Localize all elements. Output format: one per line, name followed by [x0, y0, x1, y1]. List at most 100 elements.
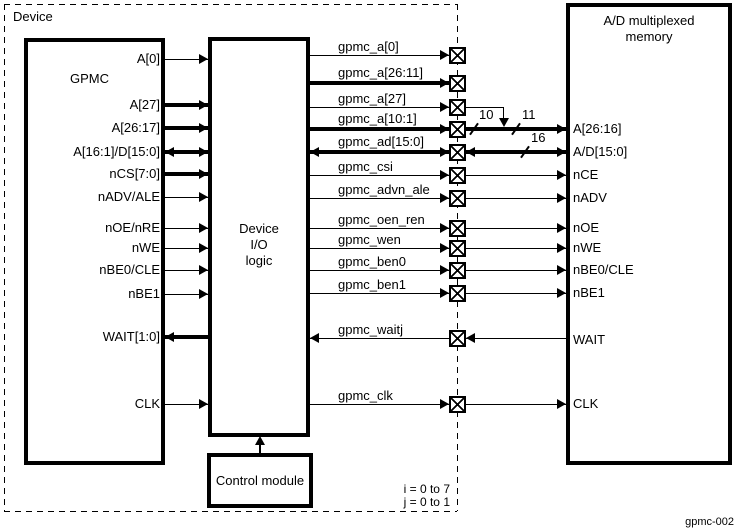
- wire-nbe1-left: [165, 294, 208, 295]
- wire-a27-branch-v: [503, 107, 504, 120]
- device-boundary-top: [4, 4, 457, 5]
- arrowhead-nwe-left: [199, 243, 208, 253]
- arrowhead-gpmc-clk: [440, 399, 449, 409]
- wire-clk-left: [165, 404, 208, 405]
- wire-wait-left: [165, 335, 208, 339]
- wire-nwe-right: [466, 248, 566, 249]
- arrowhead-nadv: [557, 193, 566, 203]
- arrowhead-gpmc-a10-1: [440, 124, 449, 134]
- pad-gpmc-a26-11-icon: [449, 75, 466, 92]
- memory-block: [566, 3, 732, 465]
- wire-gpmc-a26-11: [310, 81, 449, 85]
- arrowhead-clk-left: [199, 399, 208, 409]
- arrowhead-noe: [557, 223, 566, 233]
- arrowhead-up-control: [255, 436, 265, 445]
- wire-nbe0-right: [466, 270, 566, 271]
- wire-gpmc-a27: [310, 107, 449, 108]
- memory-pin-a26-16: A[26:16]: [573, 121, 622, 136]
- pad-gpmc-a10-1-icon: [449, 121, 466, 138]
- arrowhead-gpmc-csi: [440, 170, 449, 180]
- gpmc-pin-ncs: nCS[7:0]: [109, 166, 160, 181]
- figure-id: gpmc-002: [685, 516, 734, 528]
- index-note-i: i = 0 to 7: [403, 482, 450, 496]
- gpmc-pin-a0: A[0]: [136, 51, 160, 66]
- device-boundary-left: [4, 4, 5, 511]
- wire-a0-left: [165, 59, 208, 60]
- pad-gpmc-csi-icon: [449, 167, 466, 184]
- memory-pin-nadv: nADV: [573, 190, 607, 205]
- arrowhead-nbe1: [557, 288, 566, 298]
- memory-title-line1: A/D multiplexed: [603, 13, 695, 28]
- wire-gpmc-advn-ale: [310, 198, 449, 199]
- pad-signal-gpmc-csi: gpmc_csi: [336, 159, 395, 174]
- bus-width-label-16: 16: [531, 130, 546, 145]
- arrowhead-a16-1-right-end: [199, 147, 208, 157]
- gpmc-pin-a27: A[27]: [129, 97, 160, 112]
- arrowhead-a27-left: [199, 100, 208, 110]
- pad-signal-gpmc-ben1: gpmc_ben1: [336, 277, 408, 292]
- gpmc-pin-wait: WAIT[1:0]: [102, 329, 160, 344]
- arrowhead-bus-a26-16: [557, 124, 566, 134]
- arrowhead-nbe0: [557, 265, 566, 275]
- pad-signal-gpmc-waitj: gpmc_waitj: [336, 322, 406, 337]
- pad-gpmc-ben0-icon: [449, 262, 466, 279]
- wire-gpmc-wen: [310, 248, 449, 249]
- wire-nwe-left: [165, 248, 208, 249]
- memory-pin-clk: CLK: [573, 396, 599, 411]
- arrowhead-gpmc-waitj: [310, 333, 319, 343]
- wire-noe-right: [466, 228, 566, 229]
- arrowhead-nce: [557, 170, 566, 180]
- arrowhead-a16-1-left-end: [165, 147, 174, 157]
- memory-pin-noe: nOE: [573, 220, 600, 235]
- wire-bus-ad: [466, 150, 566, 154]
- arrowhead-nbe1-left: [199, 289, 208, 299]
- pad-gpmc-oen-ren-icon: [449, 220, 466, 237]
- pad-signal-gpmc-oen-ren: gpmc_oen_ren: [336, 212, 427, 227]
- arrowhead-gpmc-ad-left: [310, 147, 319, 157]
- gpmc-pin-a16-1-d15-0: A[16:1]/D[15:0]: [73, 144, 160, 159]
- wire-gpmc-ben1: [310, 293, 449, 294]
- memory-pin-ad15-0: A/D[15:0]: [573, 144, 628, 159]
- wire-a27-branch-h: [466, 107, 504, 108]
- pad-gpmc-wen-icon: [449, 240, 466, 257]
- gpmc-pin-nadv-ale: nADV/ALE: [97, 189, 160, 204]
- arrowhead-gpmc-wen: [440, 243, 449, 253]
- pad-signal-gpmc-a26-11: gpmc_a[26:11]: [336, 65, 426, 80]
- wire-gpmc-oen-ren: [310, 228, 449, 229]
- arrowhead-wait-into-pad: [466, 333, 475, 343]
- gpmc-block-title: GPMC: [70, 71, 109, 86]
- pad-gpmc-waitj-icon: [449, 330, 466, 347]
- gpmc-block: [24, 38, 165, 465]
- bus-width-label-11: 11: [522, 107, 536, 122]
- pad-gpmc-clk-icon: [449, 396, 466, 413]
- wire-a26-17-left: [165, 126, 208, 130]
- arrowhead-gpmc-ben0: [440, 265, 449, 275]
- arrowhead-gpmc-advn-ale: [440, 193, 449, 203]
- pad-gpmc-a27-icon: [449, 99, 466, 116]
- wire-gpmc-a0: [310, 55, 449, 56]
- arrowhead-gpmc-ben1: [440, 288, 449, 298]
- io-logic-title: Device I/O logic: [208, 221, 310, 269]
- wire-gpmc-ben0: [310, 270, 449, 271]
- wire-wait-right: [466, 338, 566, 339]
- wire-control-to-io: [259, 444, 261, 453]
- arrowhead-gpmc-a26-11: [440, 78, 449, 88]
- pad-gpmc-ben1-icon: [449, 285, 466, 302]
- pad-signal-gpmc-ben0: gpmc_ben0: [336, 254, 408, 269]
- memory-pin-wait: WAIT: [573, 332, 606, 347]
- memory-pin-nbe0-cle: nBE0/CLE: [573, 262, 634, 277]
- arrowhead-clk-into-memory: [557, 399, 566, 409]
- memory-title-line2: memory: [625, 29, 673, 44]
- pad-signal-gpmc-advn-ale: gpmc_advn_ale: [336, 182, 432, 197]
- arrowhead-wait-into-gpmc: [165, 332, 174, 342]
- arrowhead-gpmc-a0: [440, 50, 449, 60]
- wire-noe-nre-left: [165, 228, 208, 229]
- arrowhead-gpmc-a27: [440, 102, 449, 112]
- gpmc-pin-noe-nre: nOE/nRE: [105, 220, 160, 235]
- io-logic-title-line1: Device: [239, 221, 279, 236]
- wire-gpmc-waitj: [310, 338, 449, 339]
- gpmc-pin-nbe1: nBE1: [128, 286, 160, 301]
- gpmc-pin-nwe: nWE: [131, 240, 160, 255]
- gpmc-pin-clk: CLK: [134, 396, 160, 411]
